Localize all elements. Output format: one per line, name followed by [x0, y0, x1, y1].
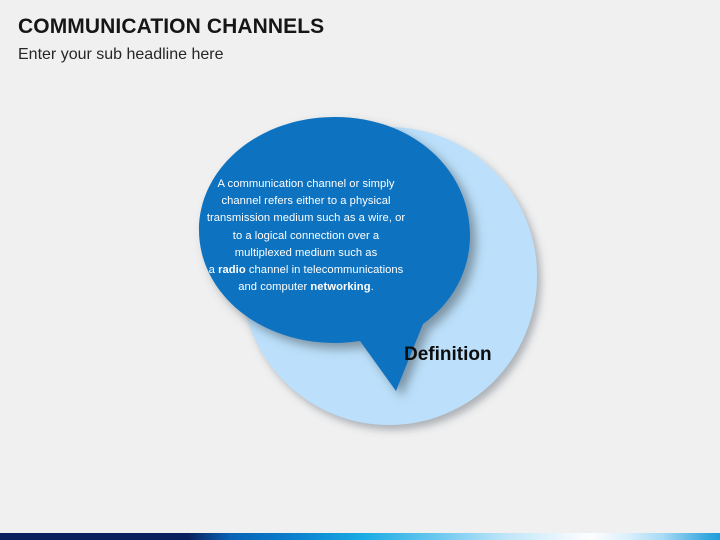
page-title: COMMUNICATION CHANNELS — [18, 15, 325, 38]
footer-accent-bar — [0, 533, 720, 540]
page-subtitle: Enter your sub headline here — [18, 46, 224, 63]
speech-bubble — [199, 117, 470, 391]
slide-header: COMMUNICATION CHANNELS Enter your sub he… — [18, 14, 678, 65]
definition-label: Definition — [404, 344, 492, 365]
